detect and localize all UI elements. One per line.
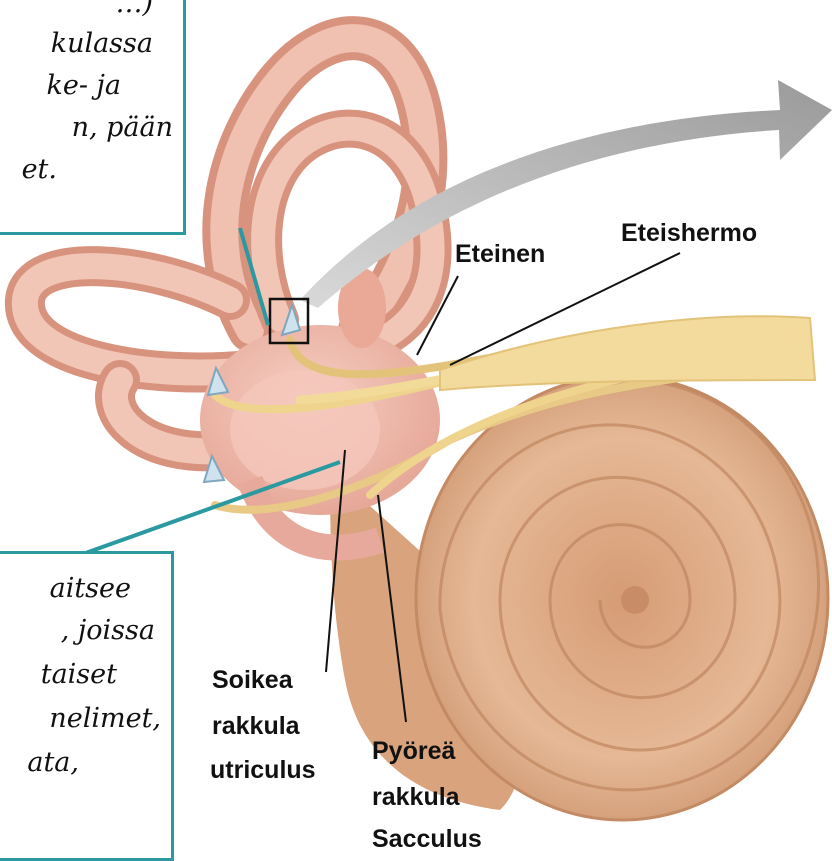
callout-top-line-1: …)	[115, 0, 153, 25]
callout-bottom-line-4: nelimet,	[49, 698, 161, 740]
label-eteinen: Eteinen	[455, 240, 545, 269]
callout-bottom-line-3: taiset	[41, 654, 117, 696]
label-soikea-line-3: utriculus	[210, 756, 316, 785]
callout-bottom-box: aitsee , joissa taiset nelimet, ata,	[0, 551, 174, 861]
label-eteishermo: Eteishermo	[621, 219, 757, 248]
callout-top-line-4: n, pään	[72, 107, 173, 149]
callout-top-box: …) kulassa ke- ja n, pään et.	[0, 0, 186, 235]
callout-top-line-3: ke- ja	[46, 65, 121, 107]
callout-top-line-2: kulassa	[51, 23, 153, 65]
callout-bottom-line-1: aitsee	[50, 568, 131, 610]
label-soikea-line-1: Soikea	[212, 666, 293, 695]
label-soikea-line-2: rakkula	[212, 712, 300, 741]
label-pyorea-line-1: Pyöreä	[372, 737, 455, 766]
callout-top-line-5: et.	[22, 149, 57, 191]
label-pyorea-line-2: rakkula	[372, 783, 460, 812]
callout-bottom-line-5: ata,	[27, 742, 79, 784]
callout-bottom-line-2: , joissa	[61, 610, 155, 652]
label-pyorea-line-3: Sacculus	[372, 825, 482, 854]
